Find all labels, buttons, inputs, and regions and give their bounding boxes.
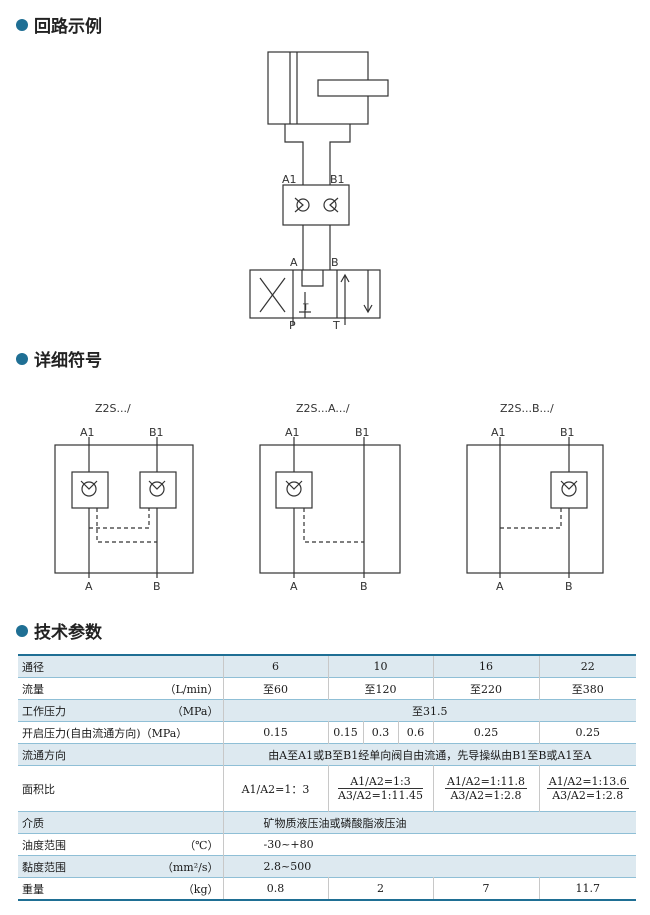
check-seat-b (329, 197, 339, 213)
cell-flow-16: 至220 (432, 677, 539, 700)
row-label-pressure: 工作压力（MPa） (18, 699, 223, 722)
section-title-circuit-text: 回路示例 (34, 17, 102, 37)
symbol-1-frame (54, 444, 194, 574)
row-label-weight: 重量（kg） (22, 882, 219, 896)
cell-crack-16: 0.25 (432, 721, 539, 744)
table-row: 重量（kg） 0.8 2 7 11.7 (18, 877, 636, 900)
table-row: 黏度范围（mm²/s） 2.8~500 (18, 855, 636, 878)
label-t-inner: T (302, 303, 309, 313)
symbol-2-b1: B1 (355, 426, 370, 439)
cell-crack-6: 0.15 (222, 721, 328, 744)
symbol-2-a1: A1 (285, 426, 300, 439)
symbol-3-a: A (496, 580, 504, 593)
symbol-1-check-a (71, 471, 109, 509)
section-title-params-text: 技术参数 (34, 623, 102, 643)
symbol-title-2: Z2S...A.../ (296, 402, 350, 415)
table-row: 油度范围（℃） -30~+80 (18, 833, 636, 856)
bullet-icon (16, 352, 28, 365)
table-row: 流通方向 由A至A1或B至B1经单向阀自由流通，先导操纵由B1至B或A1至A (18, 743, 636, 766)
check-valve-block (282, 184, 350, 226)
label-b: B (331, 256, 339, 269)
line-b1-upper (329, 124, 351, 185)
circuit-diagram: A1 B1 A B T P T (249, 51, 389, 332)
table-row: 流量（L/min） 至60 至120 至220 至380 (18, 677, 636, 700)
row-label-visc: 黏度范围（mm²/s） (18, 855, 223, 878)
cell-weight-6: 0.8 (222, 877, 328, 900)
check-seat-a (294, 197, 304, 213)
table-row: 通径 6 10 16 22 (18, 655, 636, 678)
row-label-temp: 油度范围（℃） (22, 838, 219, 852)
bullet-icon (16, 624, 28, 637)
cell-flow-6: 至60 (222, 677, 328, 700)
section-title-params: 技术参数 (16, 618, 102, 643)
bullet-icon (16, 18, 28, 31)
cell-temp: -30~+80 (222, 833, 636, 856)
symbol-2-a: A (290, 580, 298, 593)
cell-diameter-22: 22 (538, 655, 636, 678)
cell-crack-10c: 0.6 (397, 721, 433, 744)
cylinder-rod (317, 79, 389, 97)
table-row: 工作压力（MPa） 至31.5 (18, 699, 636, 722)
label-t: T (332, 319, 340, 332)
section-title-circuit: 回路示例 (16, 12, 102, 37)
row-label-direction: 流通方向 (18, 743, 223, 766)
symbol-2-check-a (275, 471, 313, 509)
cell-crack-10a: 0.15 (327, 721, 363, 744)
table-row: 开启压力(自由流通方向)（MPa） 0.15 0.15 0.3 0.6 0.25… (18, 721, 636, 744)
symbol-3-frame (466, 444, 604, 574)
symbol-3-b: B (565, 580, 573, 593)
label-p: P (289, 319, 296, 332)
cell-direction: 由A至A1或B至B1经单向阀自由流通，先导操纵由B1至B或A1至A (222, 743, 636, 766)
symbol-3-a1: A1 (491, 426, 506, 439)
check-ball-a (296, 198, 310, 212)
cell-flow-10: 至120 (327, 677, 433, 700)
row-label-medium: 介质 (18, 811, 223, 834)
spec-table: 通径 6 10 16 22 流量（L/min） 至60 至120 至220 至3… (18, 654, 636, 901)
symbol-3-b1: B1 (560, 426, 575, 439)
symbol-3-check-b (550, 471, 588, 509)
cell-crack-22: 0.25 (538, 721, 636, 744)
directional-valve (249, 269, 381, 319)
symbol-1-a1: A1 (80, 426, 95, 439)
row-label-diameter: 通径 (18, 655, 223, 678)
row-label-area: 面积比 (22, 782, 55, 796)
cell-crack-10b: 0.3 (362, 721, 398, 744)
cell-weight-10: 2 (327, 877, 433, 900)
cell-area-6: A1/A2=1：3 (222, 765, 328, 812)
symbol-diagrams: A1 B1 A B A1 B1 A B A1 B1 A B (54, 426, 604, 593)
cell-diameter-6: 6 (222, 655, 328, 678)
symbol-1-b1: B1 (149, 426, 164, 439)
cell-flow-22: 至380 (538, 677, 636, 700)
cell-diameter-10: 10 (327, 655, 433, 678)
symbol-title-1: Z2S.../ (95, 402, 131, 415)
cell-visc: 2.8~500 (222, 855, 636, 878)
symbol-1-a: A (85, 580, 93, 593)
cell-weight-16: 7 (432, 877, 539, 900)
symbol-2-frame (259, 444, 401, 574)
line-a1-upper (284, 124, 304, 185)
check-ball-b (323, 198, 337, 212)
symbol-2-b: B (360, 580, 368, 593)
label-a1: A1 (282, 173, 297, 186)
section-title-symbols: 详细符号 (16, 346, 102, 371)
cell-weight-22: 11.7 (538, 877, 636, 900)
symbol-title-3: Z2S...B.../ (500, 402, 554, 415)
symbol-1-b: B (153, 580, 161, 593)
label-a: A (290, 256, 298, 269)
row-label-crack: 开启压力(自由流通方向)（MPa） (22, 726, 188, 740)
cell-diameter-16: 16 (432, 655, 539, 678)
cell-medium: 矿物质液压油或磷酸脂液压油 (222, 811, 636, 834)
cell-pressure: 至31.5 (222, 699, 636, 722)
label-b1: B1 (330, 173, 345, 186)
symbol-1-check-b (139, 471, 177, 509)
table-row: 介质 矿物质液压油或磷酸脂液压油 (18, 811, 636, 834)
row-label-flow: 流量（L/min） (22, 682, 219, 696)
section-title-symbols-text: 详细符号 (34, 351, 102, 371)
